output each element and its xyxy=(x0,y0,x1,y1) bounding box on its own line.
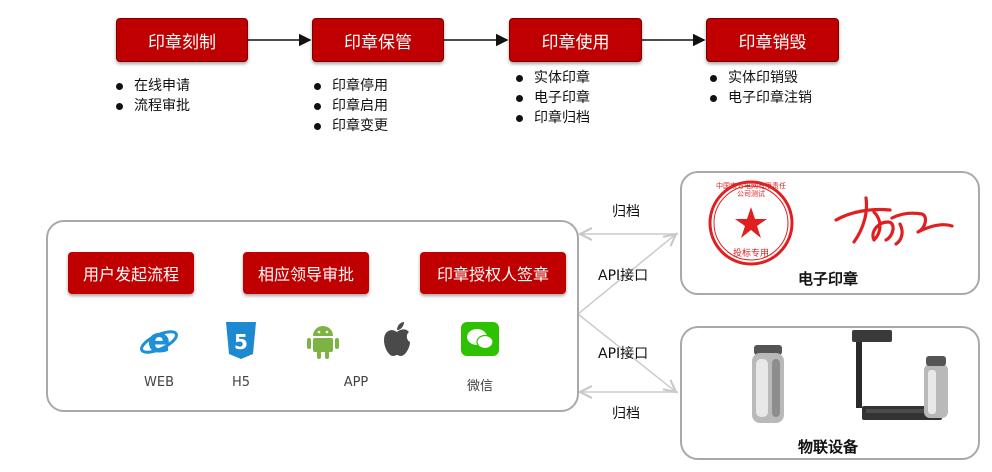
step-approve: 相应领导审批 xyxy=(243,252,369,294)
android-icon xyxy=(307,326,339,359)
step-initiate-label: 用户发起流程 xyxy=(82,265,179,284)
list-item: 印章归档 xyxy=(512,108,590,128)
step-initiate: 用户发起流程 xyxy=(68,252,194,294)
platform-web-label: WEB xyxy=(144,375,174,390)
list-item: 实体印销毁 xyxy=(706,68,812,88)
list-item: 印章停用 xyxy=(310,76,388,96)
html5-icon: 5 xyxy=(226,322,256,359)
seal-machine-icon xyxy=(852,330,948,420)
list-item: 电子印章注销 xyxy=(706,88,812,108)
api-label-bottom: API接口 xyxy=(598,346,649,362)
platform-wechat-label: 微信 xyxy=(466,379,493,394)
iot-title: 物联设备 xyxy=(798,438,859,456)
archive-label-top: 归档 xyxy=(612,204,640,220)
list-item: 流程审批 xyxy=(112,96,190,116)
stage-custody: 印章保管 xyxy=(312,18,444,62)
red-seal-icon xyxy=(708,180,794,266)
step-approve-label: 相应领导审批 xyxy=(257,265,354,284)
list-item: 电子印章 xyxy=(512,88,590,108)
apple-icon xyxy=(384,322,410,356)
stage-engrave-title: 印章刻制 xyxy=(148,32,216,53)
step-sign-label: 印章授权人签章 xyxy=(436,265,549,284)
stage-usage-list: 实体印章 电子印章 印章归档 xyxy=(512,68,590,128)
ie-icon: e xyxy=(140,321,178,361)
lifecycle-arrows xyxy=(248,33,706,47)
stage-custody-title: 印章保管 xyxy=(344,32,412,53)
archive-label-bottom: 归档 xyxy=(612,406,640,422)
stage-destroy: 印章销毁 xyxy=(706,18,839,62)
seal-subtext: 投标专用 xyxy=(732,249,769,259)
svg-text:5: 5 xyxy=(234,330,248,354)
electronic-seal-panel xyxy=(680,171,980,295)
stage-custody-list: 印章停用 印章启用 印章变更 xyxy=(310,76,388,136)
stage-usage-title: 印章使用 xyxy=(541,32,610,53)
stage-destroy-list: 实体印销毁 电子印章注销 xyxy=(706,68,812,108)
platform-app-label: APP xyxy=(343,375,369,390)
seal-text: 中国南方电网有限责任公司测试 xyxy=(716,182,786,198)
stage-engrave: 印章刻制 xyxy=(116,18,248,62)
svg-text:e: e xyxy=(147,321,170,361)
wechat-icon xyxy=(461,322,499,356)
list-item: 印章启用 xyxy=(310,96,388,116)
platform-h5-label: H5 xyxy=(231,375,251,390)
list-item: 印章变更 xyxy=(310,116,388,136)
step-sign: 印章授权人签章 xyxy=(420,252,566,294)
signature-icon xyxy=(834,196,954,246)
api-label-top: API接口 xyxy=(598,268,649,284)
stage-destroy-title: 印章销毁 xyxy=(738,32,807,53)
list-item: 在线申请 xyxy=(112,76,190,96)
seal-device-icon xyxy=(752,345,784,423)
stage-engrave-list: 在线申请 流程审批 xyxy=(112,76,190,116)
list-item: 实体印章 xyxy=(512,68,590,88)
electronic-seal-title: 电子印章 xyxy=(798,270,859,288)
stage-usage: 印章使用 xyxy=(509,18,642,62)
